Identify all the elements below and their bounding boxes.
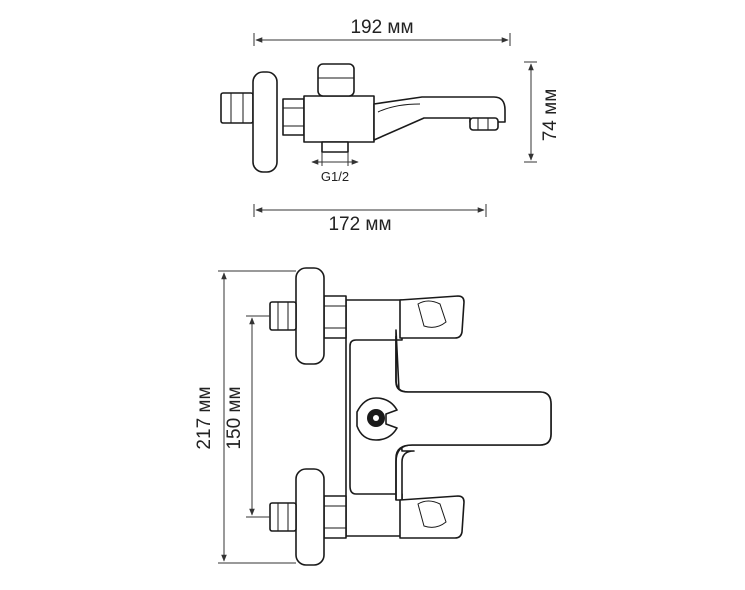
dimension-front-spacing: 150 мм	[224, 315, 270, 518]
dimension-label-74: 74 мм	[540, 89, 561, 142]
dimension-top-height: 74 мм	[524, 61, 561, 163]
front-view	[269, 267, 552, 566]
dimension-front-height: 217 мм	[194, 270, 296, 564]
dimension-thread: G1/2	[311, 152, 359, 184]
dimension-label-172: 172 мм	[328, 214, 391, 235]
thread-label: G1/2	[321, 169, 349, 184]
dimension-label-217: 217 мм	[194, 386, 215, 449]
dimension-top-width: 192 мм	[253, 17, 511, 46]
top-view	[220, 63, 506, 173]
dimension-top-base: 172 мм	[253, 204, 487, 235]
dimension-label-150: 150 мм	[224, 386, 245, 449]
dimension-label-192: 192 мм	[350, 17, 413, 38]
